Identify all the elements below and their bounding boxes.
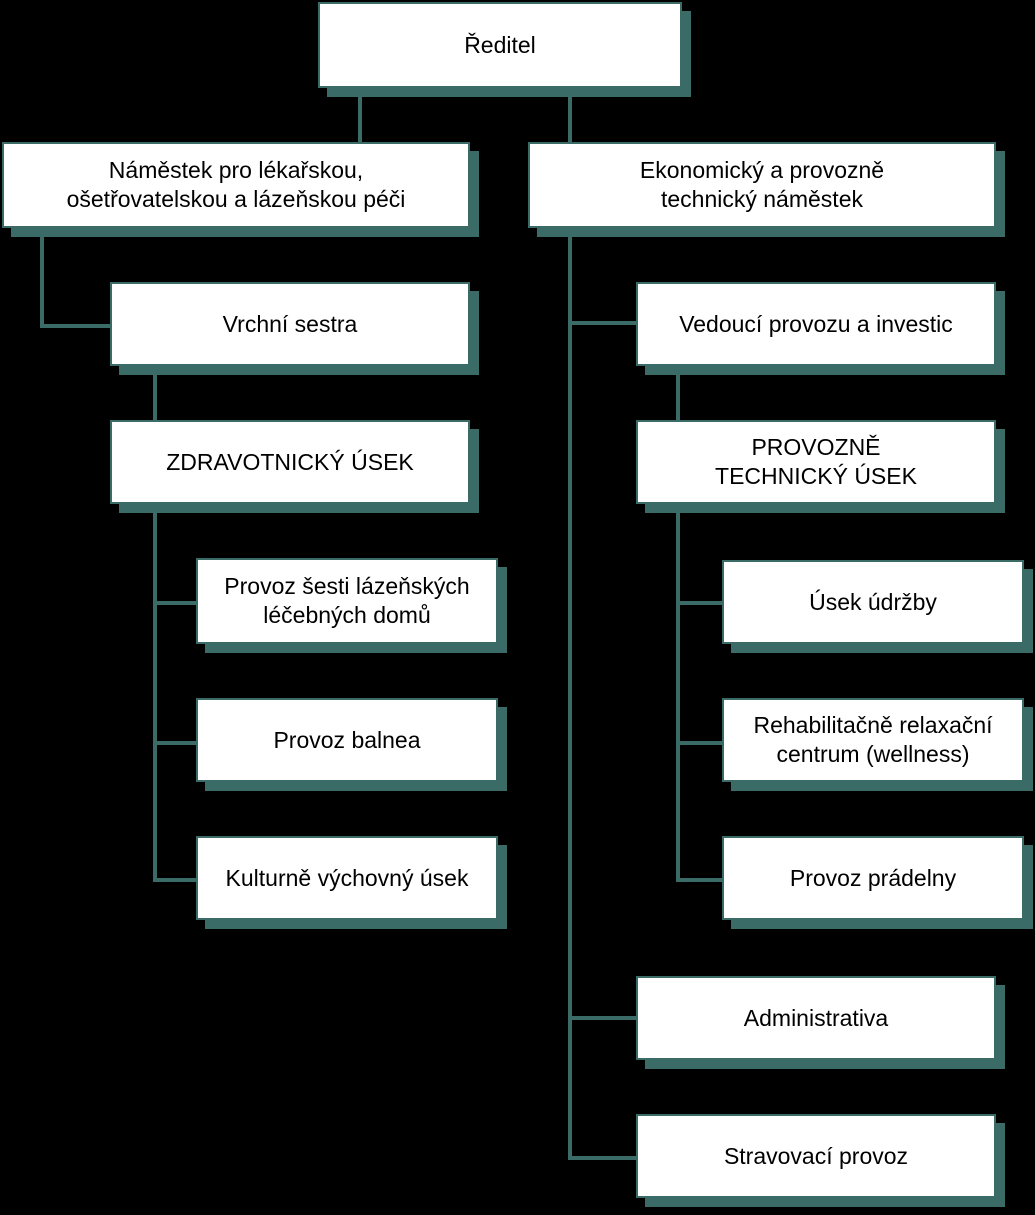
node-catering: Stravovací provoz — [636, 1114, 996, 1198]
node-health-section: ZDRAVOTNICKÝ ÚSEK — [110, 420, 470, 504]
node-laundry: Provoz prádelny — [722, 836, 1024, 920]
node-technical-section: PROVOZNĚ TECHNICKÝ ÚSEK — [636, 420, 996, 504]
node-economic-deputy: Ekonomický a provozně technický náměstek — [528, 142, 996, 228]
node-head-nurse: Vrchní sestra — [110, 282, 470, 366]
node-balneo: Provoz balnea — [196, 698, 498, 782]
node-spa-houses: Provoz šesti lázeňských léčebných domů — [196, 558, 498, 644]
node-culture: Kulturně výchovný úsek — [196, 836, 498, 920]
node-director: Ředitel — [318, 2, 682, 88]
node-maintenance: Úsek údržby — [722, 560, 1024, 644]
node-medical-deputy: Náměstek pro lékařskou, ošetřovatelskou … — [2, 142, 470, 228]
node-operations-head: Vedoucí provozu a investic — [636, 282, 996, 366]
node-wellness: Rehabilitačně relaxační centrum (wellnes… — [722, 698, 1024, 782]
node-administration: Administrativa — [636, 976, 996, 1060]
